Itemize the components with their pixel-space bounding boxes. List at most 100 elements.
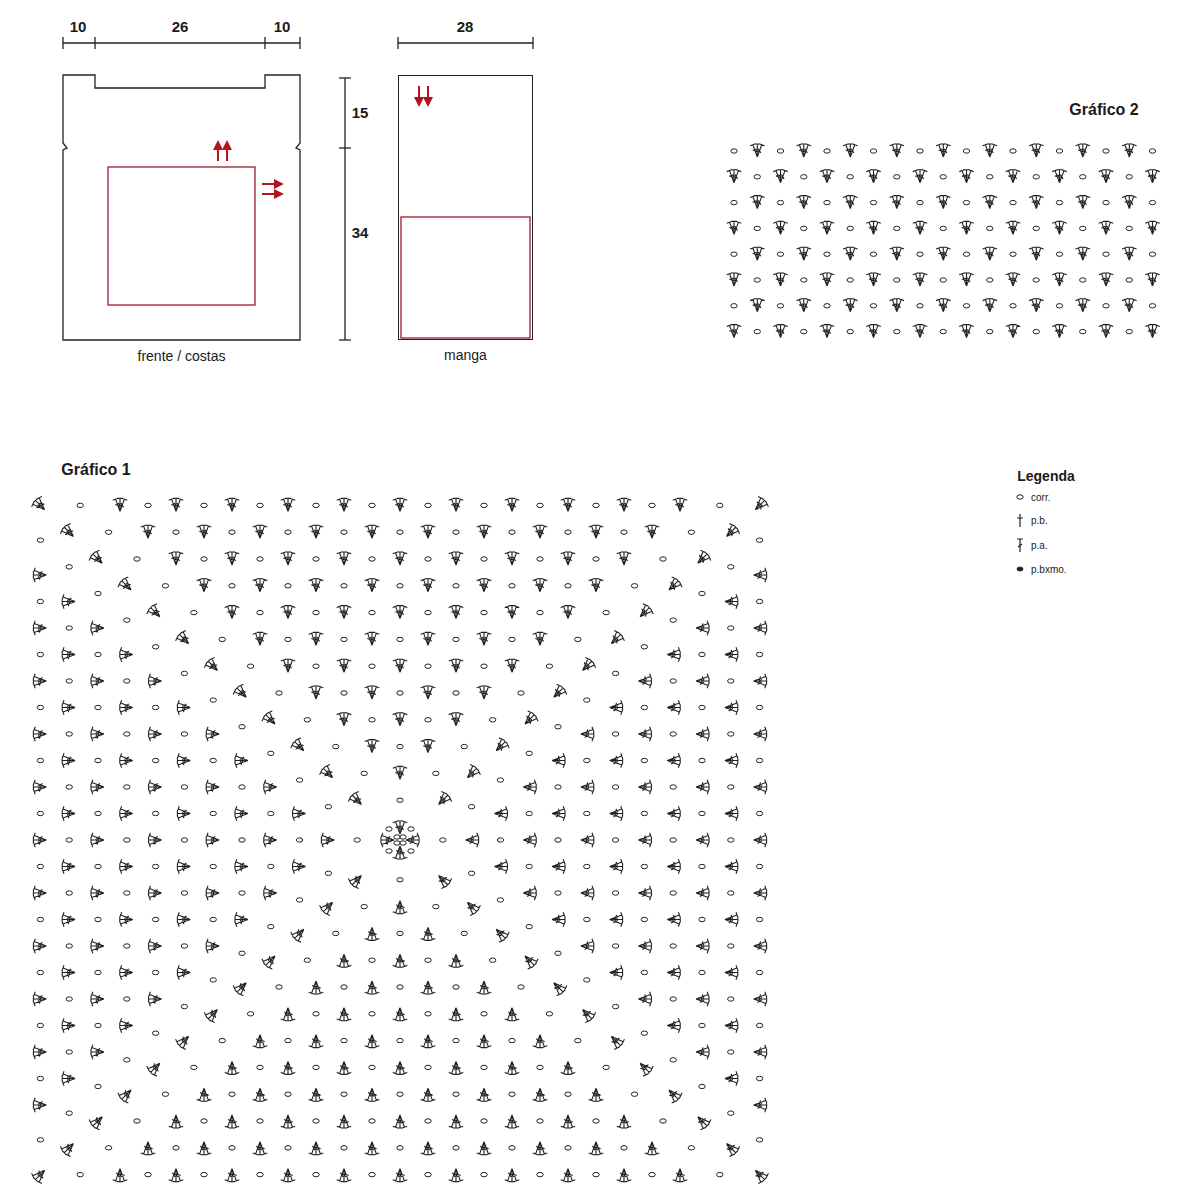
chain-stitch: [341, 1038, 347, 1042]
dc-cluster: [820, 221, 835, 234]
chain-stitch: [425, 718, 431, 722]
dc-cluster: [393, 498, 408, 511]
chain-stitch: [546, 1012, 552, 1016]
chain-stitch: [341, 584, 347, 588]
chain-stitch: [369, 503, 375, 507]
chain-stitch: [688, 1146, 694, 1150]
dc-cluster: [177, 965, 190, 980]
chain-stitch: [229, 530, 235, 534]
piece-name: manga: [444, 347, 487, 363]
chain-stitch: [37, 811, 43, 815]
chain-stitch: [756, 917, 762, 921]
chain-stitch: [313, 610, 319, 614]
chain-stitch: [641, 811, 647, 815]
dc-cluster: [1052, 170, 1067, 183]
dc-cluster: [617, 498, 632, 511]
chain-stitch: [257, 503, 263, 507]
chain-stitch: [304, 718, 310, 722]
chain-stitch: [917, 304, 923, 308]
dc-cluster: [62, 806, 75, 821]
chain-stitch: [397, 931, 403, 935]
dc-cluster: [393, 659, 408, 672]
dc-cluster: [754, 674, 767, 689]
chain-stitch: [670, 891, 676, 895]
chain-stitch: [369, 1119, 375, 1123]
dc-cluster: [91, 939, 104, 954]
chain-stitch: [1149, 304, 1155, 308]
chain-stitch: [425, 1119, 431, 1123]
chain-stitch: [386, 849, 392, 853]
chain-stitch: [37, 970, 43, 974]
dc-cluster: [91, 886, 104, 901]
chain-stitch: [756, 970, 762, 974]
dc-cluster: [505, 498, 520, 511]
chain-stitch: [152, 811, 158, 815]
chain-stitch: [210, 917, 216, 921]
chain-stitch: [105, 530, 111, 534]
chain-stitch: [824, 252, 830, 256]
dc-cluster: [843, 144, 858, 157]
dc-cluster: [148, 886, 161, 901]
chain-stitch: [152, 917, 158, 921]
dc-cluster: [281, 552, 296, 565]
dc-cluster: [393, 846, 408, 859]
chain-stitch: [593, 1119, 599, 1123]
chain-stitch: [847, 329, 853, 333]
dc-cluster: [696, 674, 709, 689]
dc-cluster: [113, 498, 128, 511]
dc-cluster: [552, 912, 565, 927]
chain-stitch: [1080, 278, 1086, 282]
dc-cluster: [33, 727, 46, 742]
chain-stitch: [425, 664, 431, 668]
chain-stitch: [1149, 200, 1155, 204]
dc-cluster: [1145, 324, 1160, 337]
dc-cluster: [754, 886, 767, 901]
chain-stitch: [641, 970, 647, 974]
dc-cluster: [727, 221, 742, 234]
dc-cluster: [449, 1008, 464, 1021]
dc-cluster: [983, 144, 998, 157]
dc-cluster: [33, 780, 46, 795]
chain-stitch: [453, 985, 459, 989]
dc-cluster: [983, 247, 998, 260]
chain-stitch: [699, 652, 705, 656]
chain-stitch: [361, 904, 367, 908]
chain-stitch: [963, 304, 969, 308]
chain-stitch: [728, 891, 734, 895]
chain-stitch: [509, 584, 515, 588]
chain-stitch: [756, 1138, 762, 1142]
dc-cluster: [959, 170, 974, 183]
dc-cluster: [610, 700, 623, 715]
dc-cluster: [381, 833, 394, 848]
chain-stitch: [369, 557, 375, 561]
chain-stitch: [1103, 200, 1109, 204]
dc-cluster: [725, 594, 738, 609]
chain-stitch: [699, 1084, 705, 1088]
dc-cluster: [477, 525, 492, 538]
dc-cluster: [309, 632, 324, 645]
dc-cluster: [206, 727, 219, 742]
dc-cluster: [393, 766, 408, 779]
sleeve-piece: manga: [398, 75, 533, 340]
chain-stitch: [575, 1038, 581, 1042]
chain-stitch: [394, 835, 400, 839]
dc-cluster: [820, 273, 835, 286]
dc-cluster: [62, 753, 75, 768]
legend-heading: Legenda: [1017, 469, 1075, 484]
chain-stitch: [1056, 252, 1062, 256]
chain-stitch: [313, 1065, 319, 1069]
chain-stitch: [1149, 252, 1155, 256]
chain-stitch: [641, 645, 647, 649]
chain-stitch: [537, 1172, 543, 1176]
dc-cluster: [577, 656, 597, 676]
dc-cluster: [62, 965, 75, 980]
chain-stitch: [489, 958, 495, 962]
chain-stitch: [229, 1146, 235, 1150]
dc-cluster: [309, 579, 324, 592]
chain-stitch: [181, 891, 187, 895]
dc-cluster: [449, 713, 464, 726]
chain-stitch: [453, 584, 459, 588]
dc-cluster: [281, 1061, 296, 1074]
chain-stitch: [756, 538, 762, 542]
